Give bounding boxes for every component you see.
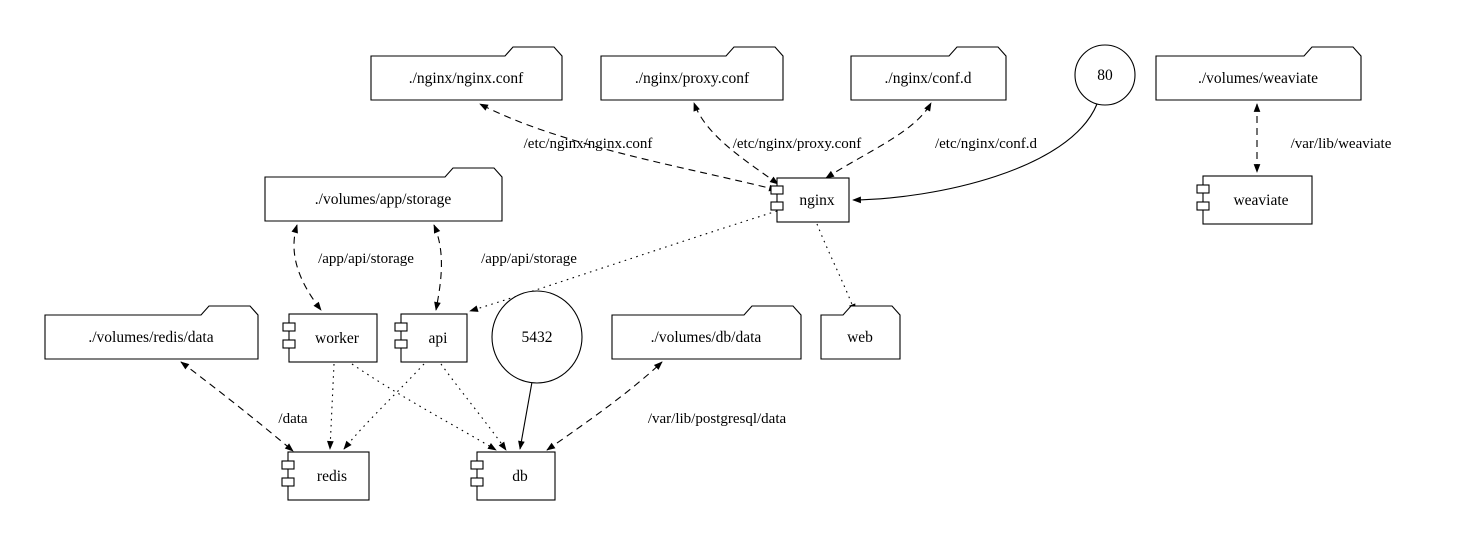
component-tab-icon [470,460,484,470]
node-label: nginx [799,192,835,209]
node-api-service: api [394,313,468,363]
component-tab-icon [1196,184,1210,194]
node-conf-d-folder: ./nginx/conf.d [850,46,1007,101]
component-tab-icon [394,339,408,349]
edge-label-proxy-conf-mount: /etc/nginx/proxy.conf [733,136,862,152]
edge-label-nginx-conf-mount: /etc/nginx/nginx.conf [524,136,653,152]
node-label: ./nginx/nginx.conf [409,70,524,87]
edge-label-conf-d-mount: /etc/nginx/conf.d [935,136,1038,152]
node-label: weaviate [1233,192,1288,209]
component-icon [400,313,468,363]
node-label: ./volumes/db/data [651,329,762,346]
component-tab-icon [394,322,408,332]
node-worker-service: worker [282,313,378,363]
port-circle-icon [1074,44,1136,106]
edge-db-data-to-db [546,361,663,451]
node-weaviate-service: weaviate [1196,175,1313,225]
folder-icon [850,46,1007,101]
node-label: ./volumes/app/storage [315,191,452,208]
component-tab-icon [1196,201,1210,211]
edge-label-storage-worker: /app/api/storage [318,251,414,267]
node-label: 80 [1097,67,1113,84]
node-label: 5432 [522,329,553,346]
node-redis-service: redis [281,451,370,501]
folder-icon [1155,46,1362,101]
node-label: ./volumes/redis/data [88,329,213,346]
node-db-service: db [470,451,556,501]
folder-icon [44,305,259,360]
folder-icon [611,305,802,360]
edge-api-to-db [440,363,507,451]
component-icon [287,451,370,501]
edge-nginx-to-web [816,223,856,313]
edge-storage-to-api [433,224,442,311]
edge-port5432-to-db [518,381,533,450]
node-port-5432: 5432 [491,290,583,384]
component-tab-icon [282,339,296,349]
node-label: api [429,330,449,347]
component-tab-icon [470,477,484,487]
edge-worker-to-redis [327,363,335,450]
node-volumes-weaviate-folder: ./volumes/weaviate [1155,46,1362,101]
node-label: ./nginx/conf.d [885,70,972,87]
folder-icon [820,305,901,360]
component-tab-icon [282,322,296,332]
folder-icon [600,46,784,101]
node-volumes-redis-data-folder: ./volumes/redis/data [44,305,259,360]
component-icon [288,313,378,363]
node-label: web [847,329,873,346]
node-label: worker [315,330,360,347]
edge-label-storage-api: /app/api/storage [481,251,577,267]
component-tab-icon [281,460,295,470]
node-label: db [512,468,528,485]
folder-icon [264,167,503,222]
node-nginx-conf-folder: ./nginx/nginx.conf [370,46,563,101]
folder-icon [370,46,563,101]
edge-label-pg-data-mount: /var/lib/postgresql/data [648,411,787,427]
node-label: redis [317,468,347,485]
edge-nginx-to-api [469,210,778,312]
component-tab-icon [770,185,784,195]
port-circle-icon [491,290,583,384]
component-icon [1202,175,1313,225]
node-volumes-db-data-folder: ./volumes/db/data [611,305,802,360]
node-label: ./volumes/weaviate [1198,70,1318,87]
node-web-folder: web [820,305,901,360]
edge-nginx-to-conf-d [825,102,932,179]
edge-nginx-to-proxy-conf [693,102,779,185]
edge-api-to-redis [343,363,425,450]
component-icon [776,177,850,223]
node-nginx-service: nginx [770,177,850,223]
component-tab-icon [281,477,295,487]
edge-label-redis-data-mount: /data [278,411,307,427]
edge-redis-data-to-redis [180,361,294,452]
edge-storage-to-worker [291,224,322,311]
node-volumes-app-storage-folder: ./volumes/app/storage [264,167,503,222]
node-label: ./nginx/proxy.conf [635,70,750,87]
node-port-80: 80 [1074,44,1136,106]
component-icon [476,451,556,501]
component-tab-icon [770,201,784,211]
node-proxy-conf-folder: ./nginx/proxy.conf [600,46,784,101]
edge-worker-to-db [351,363,497,451]
edge-label-weaviate-mount: /var/lib/weaviate [1291,136,1392,152]
edge-port80-to-nginx [852,103,1098,204]
